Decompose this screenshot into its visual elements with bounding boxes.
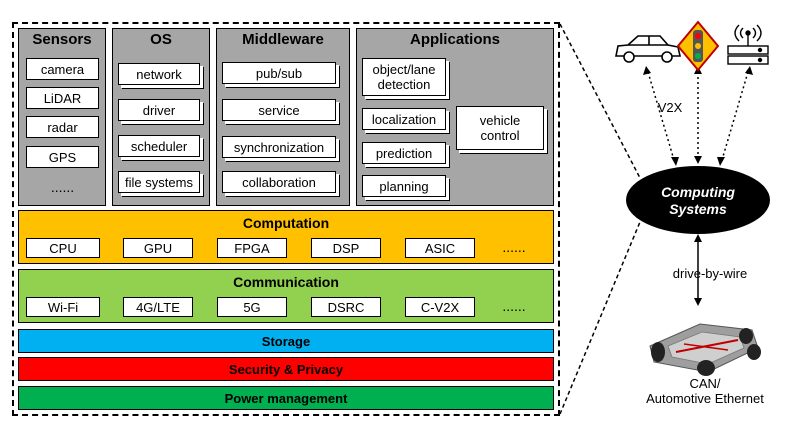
sensors-title: Sensors xyxy=(32,31,92,48)
arrowhead-light-bottom xyxy=(694,156,702,164)
vehicle-chassis-icon xyxy=(649,323,761,376)
app-prediction: prediction xyxy=(362,142,446,164)
os-file-systems: file systems xyxy=(118,171,200,193)
drive-by-wire-label: drive-by-wire xyxy=(672,266,748,281)
arrowhead-station-bottom xyxy=(717,157,725,166)
mw-pubsub: pub/sub xyxy=(222,62,336,84)
traffic-light-icon xyxy=(676,20,720,72)
security-layer: Security & Privacy xyxy=(18,357,554,381)
sensor-camera: camera xyxy=(26,58,99,80)
v2x-arrow-car xyxy=(647,71,675,161)
computation-title: Computation xyxy=(242,215,330,231)
mw-synchronization: synchronization xyxy=(222,136,336,158)
comp-fpga: FPGA xyxy=(217,238,287,258)
os-scheduler: scheduler xyxy=(118,135,200,157)
comm-5g: 5G xyxy=(217,297,287,317)
storage-layer: Storage xyxy=(18,329,554,353)
applications-title: Applications xyxy=(409,31,500,48)
can-label-line1: CAN/ xyxy=(689,376,721,391)
car-icon xyxy=(615,35,681,63)
power-layer: Power management xyxy=(18,386,554,410)
communication-title: Communication xyxy=(233,274,339,290)
computing-systems-label: Computing Systems xyxy=(661,184,735,217)
mw-service: service xyxy=(222,99,336,121)
arrowhead-car-top xyxy=(643,66,651,75)
middleware-title: Middleware xyxy=(242,31,324,48)
app-planning: planning xyxy=(362,175,446,197)
can-label-line2: Automotive Ethernet xyxy=(646,391,764,406)
v2x-arrow-station xyxy=(721,71,749,161)
storage-title: Storage xyxy=(261,333,311,349)
arrowhead-station-top xyxy=(745,66,753,75)
power-title: Power management xyxy=(224,390,348,406)
comm-cv2x: C-V2X xyxy=(405,297,475,317)
arrowhead-dbw-bottom xyxy=(694,298,702,306)
comm-wifi: Wi-Fi xyxy=(26,297,100,317)
base-station-icon xyxy=(727,24,769,65)
computing-systems-ellipse xyxy=(626,166,770,234)
comm-more: ...... xyxy=(502,298,526,314)
comp-asic: ASIC xyxy=(405,238,475,258)
platform-frame xyxy=(12,22,560,416)
sensor-radar: radar xyxy=(26,116,99,138)
comp-dsp: DSP xyxy=(311,238,381,258)
sensor-more: ...... xyxy=(50,179,75,195)
os-network: network xyxy=(118,63,200,85)
app-localization: localization xyxy=(362,108,446,130)
os-title: OS xyxy=(150,31,172,48)
comp-more: ...... xyxy=(502,239,526,255)
callout-line-bottom xyxy=(559,221,641,415)
can-label: CAN/ Automotive Ethernet xyxy=(630,376,780,406)
security-title: Security & Privacy xyxy=(228,361,344,377)
app-object-lane-detection: object/lane detection xyxy=(362,58,446,96)
comm-dsrc: DSRC xyxy=(311,297,381,317)
callout-line-top xyxy=(559,23,641,179)
comp-cpu: CPU xyxy=(26,238,100,258)
mw-collaboration: collaboration xyxy=(222,171,336,193)
sensor-gps: GPS xyxy=(26,146,99,168)
v2x-label: V2X xyxy=(657,100,683,115)
arrowhead-car-bottom xyxy=(671,157,679,166)
comp-gpu: GPU xyxy=(123,238,193,258)
sensor-lidar: LiDAR xyxy=(26,87,99,109)
app-vehicle-control: vehicle control xyxy=(456,106,544,150)
comm-4g-lte: 4G/LTE xyxy=(123,297,193,317)
arrowhead-dbw-top xyxy=(694,234,702,242)
os-driver: driver xyxy=(118,99,200,121)
